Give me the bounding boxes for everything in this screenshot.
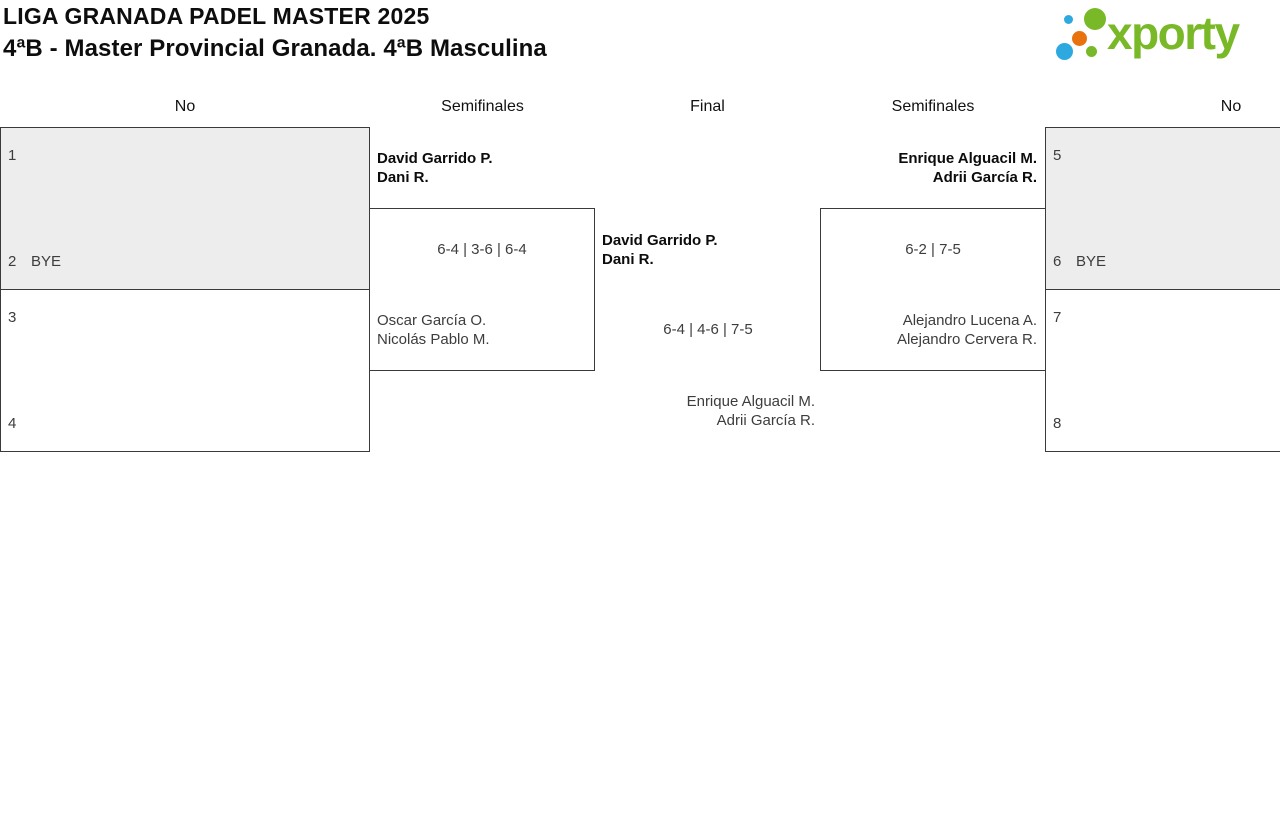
seed-row: 1 [8,147,362,164]
player-pair-line: Dani R. [602,251,654,268]
player-pair-line: Oscar García O. [377,312,487,329]
player-pair-line: Enrique Alguacil M. [686,393,815,410]
round-header-semifinal-right: Semifinales [891,98,975,115]
final-losers: Enrique Alguacil M. Adrii García R. [595,392,815,430]
semifinal-right-score: 6-2 | 7-5 [905,241,961,258]
final-score[interactable]: 6-4 | 4-6 | 7-5 [663,321,753,338]
player-pair-line: Dani R. [377,169,429,186]
semifinal-left-losers: Oscar García O. Nicolás Pablo M. [377,311,490,349]
seed-number: 2 [8,253,17,270]
seed-box-5-6[interactable]: 5 6 BYE [1045,127,1280,290]
seed-label: BYE [1076,253,1107,270]
semifinal-right-winners: Enrique Alguacil M. Adrii García R. [820,149,1037,187]
seed-box-1-2[interactable]: 1 2 BYE [0,127,370,290]
player-pair-line: Nicolás Pablo M. [377,331,490,348]
player-pair-line: Enrique Alguacil M. [898,150,1037,167]
player-pair-line: Adrii García R. [716,412,815,429]
semifinal-right-losers: Alejandro Lucena A. Alejandro Cervera R. [820,311,1037,349]
page-subtitle: 4ªB - Master Provincial Granada. 4ªB Mas… [3,35,547,62]
seed-label: BYE [31,253,62,270]
seed-number: 4 [8,415,17,432]
player-pair-line: Alejandro Cervera R. [896,331,1037,348]
logo-dot-icon [1072,31,1087,46]
seed-number: 3 [8,309,17,326]
seed-row: 3 [8,309,362,326]
seed-row: 6 BYE [1053,253,1280,270]
semifinal-left-winners: David Garrido P. Dani R. [377,149,493,187]
round-header-no-right: No [1220,98,1242,115]
final-winners: David Garrido P. Dani R. [602,231,718,269]
player-pair-line: David Garrido P. [377,150,493,167]
logo-dot-icon [1084,8,1106,30]
logo-dot-icon [1056,43,1073,60]
round-header-semifinal-left: Semifinales [441,98,524,115]
round-header-no-left: No [174,98,196,115]
seed-box-7-8[interactable]: 7 8 [1045,289,1280,452]
seed-number: 5 [1053,147,1062,164]
logo-dot-icon [1064,15,1073,24]
seed-row: 5 [1053,147,1280,164]
logo-dot-icon [1086,46,1097,57]
player-pair-line: Alejandro Lucena A. [902,312,1037,329]
round-header-final: Final [690,98,725,115]
logo-wordmark: xporty [1107,7,1240,59]
player-pair-line: Adrii García R. [932,169,1037,186]
page-title: LIGA GRANADA PADEL MASTER 2025 [3,3,430,29]
seed-row: 8 [1053,415,1280,432]
seed-number: 8 [1053,415,1062,432]
seed-row: 7 [1053,309,1280,326]
player-pair-line: David Garrido P. [602,232,718,249]
match-box-semifinal-left[interactable] [369,208,595,371]
seed-box-3-4[interactable]: 3 4 [0,289,370,452]
seed-row: 2 BYE [8,253,362,270]
seed-number: 7 [1053,309,1062,326]
seed-number: 6 [1053,253,1062,270]
seed-row: 4 [8,415,362,432]
match-box-semifinal-right[interactable] [820,208,1046,371]
xporty-logo[interactable]: xporty [1050,4,1275,70]
semifinal-left-score: 6-4 | 3-6 | 6-4 [437,241,527,258]
seed-number: 1 [8,147,17,164]
